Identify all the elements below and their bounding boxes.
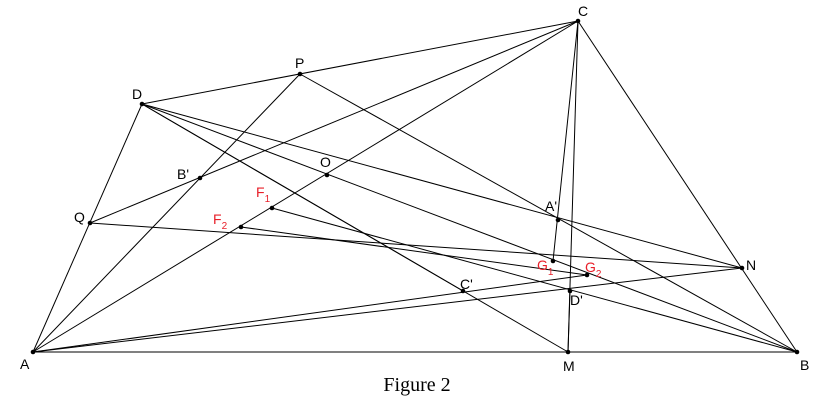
- segment-d-a: [32, 103, 143, 353]
- label-M: M: [563, 358, 575, 374]
- label-D-prime: D': [570, 292, 583, 308]
- point-o: [324, 172, 330, 178]
- label-G1: G1: [537, 257, 554, 278]
- point-b: [794, 349, 800, 355]
- point-m: [565, 349, 571, 355]
- segment-f2-g2: [240, 226, 588, 276]
- point-b1: [197, 175, 203, 181]
- point-c: [575, 18, 581, 24]
- label-N: N: [746, 257, 756, 273]
- label-O: O: [320, 154, 331, 170]
- point-a: [30, 349, 36, 355]
- point-n: [739, 265, 745, 271]
- label-P: P: [295, 55, 304, 71]
- label-F1: F1: [256, 184, 271, 205]
- label-A-prime: A': [545, 198, 557, 214]
- point-d: [139, 101, 145, 107]
- points: [30, 18, 800, 355]
- segment-b-d: [141, 103, 798, 353]
- point-g1: [550, 258, 556, 264]
- segment-b-c: [577, 20, 798, 353]
- label-B: B: [800, 357, 809, 373]
- label-Q: Q: [74, 209, 85, 225]
- point-q: [87, 220, 93, 226]
- label-B-prime: B': [177, 166, 189, 182]
- segment-m-d1: [567, 290, 571, 353]
- segment-c-d: [141, 20, 579, 105]
- figure-caption: Figure 2: [383, 374, 450, 396]
- point-f2: [238, 224, 244, 230]
- label-C: C: [578, 3, 588, 19]
- label-F2: F2: [213, 211, 228, 232]
- point-d1: [567, 288, 573, 294]
- segment-f1-b: [271, 207, 798, 353]
- point-c1: [460, 288, 466, 294]
- segment-p-b: [299, 73, 798, 353]
- point-a1: [555, 217, 561, 223]
- point-f1: [269, 205, 275, 211]
- segment-a-g2: [32, 274, 588, 353]
- point-g2: [584, 272, 590, 278]
- segment-a-p: [32, 73, 301, 353]
- label-C-prime: C': [460, 276, 473, 292]
- segments: [32, 20, 798, 353]
- segment-d-c1: [141, 103, 464, 292]
- label-A: A: [20, 356, 30, 372]
- segment-a-n: [32, 267, 743, 353]
- label-D: D: [132, 86, 142, 102]
- label-G2: G2: [585, 259, 602, 280]
- segment-q-c: [89, 20, 579, 224]
- point-p: [297, 71, 303, 77]
- segment-q-n: [89, 222, 743, 269]
- segment-d-n: [141, 103, 743, 269]
- segment-a-c: [32, 20, 579, 353]
